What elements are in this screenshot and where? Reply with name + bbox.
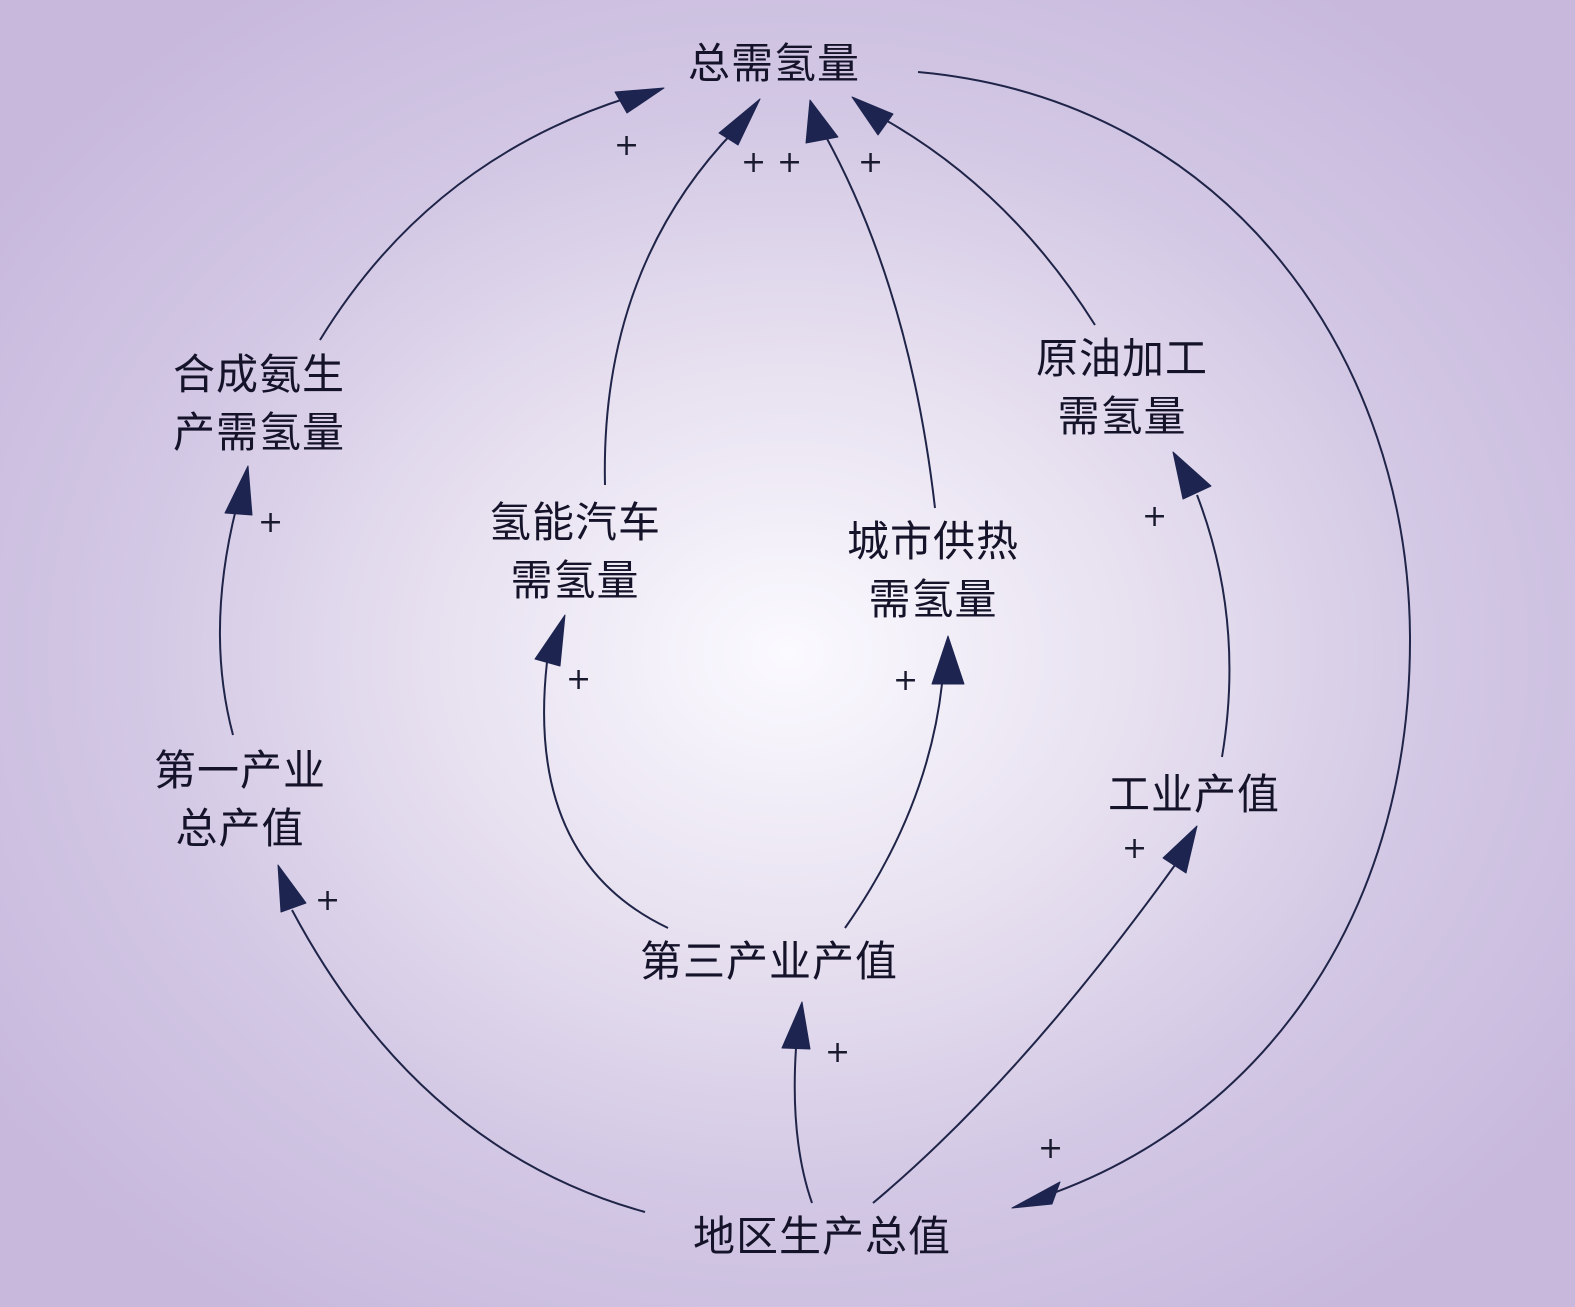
node-urban-heating-demand: 城市供热 需氢量 [847,513,1019,629]
edge-crude-to-total: + [851,96,1096,326]
edge-primary-to-ammonia: + [218,465,283,736]
arrowhead [851,96,894,136]
arrowhead [781,1001,811,1050]
arrowhead [1172,451,1212,500]
arrowhead [931,635,965,685]
polarity-label: + [315,883,340,918]
node-label: 原油加工 [1036,334,1209,383]
node-label: 地区生产总值 [693,1212,952,1261]
arrowhead [1011,1181,1061,1209]
node-label: 总产值 [175,804,305,853]
node-total-hydrogen-demand: 总需氢量 [688,35,860,93]
polarity-label: + [258,505,283,540]
edge-tertiary-to-heating: + [844,635,965,929]
node-label: 需氢量 [868,575,998,624]
polarity-label: + [741,145,766,180]
arrowhead [805,99,839,144]
edge-heating-to-total: + [777,99,936,509]
node-label: 第一产业 [154,746,327,795]
polarity-label: + [893,663,918,698]
edge-tertiary-to-vehicle: + [534,614,669,929]
polarity-label: + [825,1035,850,1070]
edge-gdp-to-tertiary: + [781,1001,850,1204]
node-label: 需氢量 [510,556,640,605]
node-label: 产需氢量 [173,408,346,457]
polarity-label: + [1038,1131,1063,1166]
polarity-label: + [614,128,639,163]
polarity-label: + [1142,499,1167,534]
arrowhead [718,98,761,146]
node-label: 需氢量 [1057,392,1187,441]
edge-gdp-to-industry: + [872,825,1198,1204]
node-regional-gdp: 地区生产总值 [693,1208,951,1266]
polarity-label: + [566,662,591,697]
edge-industry-to-crude: + [1142,451,1231,758]
node-label: 合成氨生 [173,350,346,399]
polarity-label: + [777,145,802,180]
edge-gdp-to-primary: + [277,864,646,1213]
node-hydrogen-vehicle-demand: 氢能汽车 需氢量 [489,494,661,610]
node-label: 总需氢量 [688,39,861,88]
node-label: 第三产业产值 [640,937,899,986]
edge-ammonia-to-total: + [319,87,665,341]
polarity-label: + [858,145,883,180]
node-label: 氢能汽车 [489,498,662,547]
arrowhead [277,864,307,913]
edge-total-to-gdp: + [917,71,1412,1209]
node-primary-industry-output: 第一产业 总产值 [154,742,326,858]
node-ammonia-synthesis-demand: 合成氨生 产需氢量 [173,346,345,462]
arrowhead [224,465,253,516]
arrowhead [614,87,665,114]
arrowhead [534,614,566,667]
edge-vehicle-to-total: + [603,98,766,486]
node-crude-processing-demand: 原油加工 需氢量 [1036,330,1208,446]
node-label: 工业产值 [1108,770,1281,819]
node-industrial-output: 工业产值 [1108,766,1280,824]
polarity-label: + [1122,831,1147,866]
node-label: 城市供热 [847,517,1020,566]
node-tertiary-industry-output: 第三产业产值 [640,933,898,991]
arrowhead [1162,825,1198,874]
